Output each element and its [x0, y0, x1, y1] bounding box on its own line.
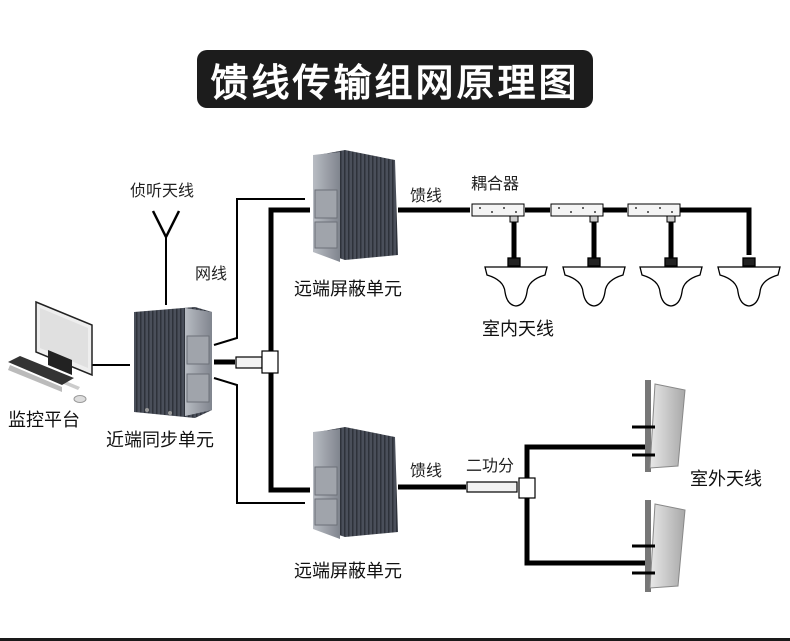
- network-cables: [88, 198, 305, 504]
- couplers: [471, 203, 681, 223]
- near-splitter-icon: [235, 350, 279, 374]
- outdoor-antenna-bottom: [632, 500, 686, 592]
- indoor-antennas: [484, 257, 781, 307]
- indoor-antenna-label: 室内天线: [482, 319, 554, 340]
- remote-unit-bottom-label: 远端屏蔽单元: [294, 561, 402, 582]
- monitoring-platform-label: 监控平台: [8, 410, 80, 431]
- coupler-1: [471, 203, 525, 223]
- feeder-cables: [214, 207, 752, 566]
- feeder-splitter-to-bottom-remote: [268, 372, 310, 493]
- near-end-sync-unit-label: 近端同步单元: [106, 430, 214, 451]
- indoor-antenna-1: [484, 257, 548, 307]
- title-banner: 馈线传输组网原理图: [197, 50, 593, 108]
- indoor-antenna-2: [562, 257, 626, 307]
- indoor-antenna-3: [639, 257, 703, 307]
- remote-unit-top-device: [313, 150, 398, 262]
- net-cable-to-bottom-remote: [213, 377, 305, 504]
- near-end-sync-unit-device: [134, 307, 212, 418]
- feeder-splitter-to-outdoor-bottom: [524, 497, 648, 566]
- coupler-3: [627, 203, 681, 223]
- feeder-splitter-to-outdoor-top: [524, 444, 648, 478]
- two-way-splitter-icon: [466, 477, 536, 499]
- monitor-antenna-label: 侦听天线: [130, 181, 195, 200]
- bottom-divider: [0, 638, 790, 641]
- network-cable-label: 网线: [195, 264, 228, 283]
- two-way-splitter-label: 二功分: [466, 456, 515, 475]
- net-cable-to-top-remote: [213, 198, 305, 346]
- outdoor-antenna-top: [632, 380, 686, 472]
- remote-unit-bottom-device: [313, 427, 398, 539]
- page-title: 馈线传输组网原理图: [210, 60, 580, 105]
- computer-icon: [8, 300, 93, 403]
- feeder-splitter-to-top-remote: [268, 207, 310, 352]
- feeder-top-label: 馈线: [410, 186, 443, 205]
- indoor-antenna-4: [717, 257, 781, 307]
- coupler-2: [550, 203, 604, 223]
- monitor-antenna-icon: [151, 210, 181, 238]
- feeder-bottom-label: 馈线: [410, 461, 443, 480]
- coupler-label: 耦合器: [471, 174, 520, 193]
- outdoor-antennas: [632, 380, 686, 592]
- outdoor-antenna-label: 室外天线: [690, 469, 762, 490]
- remote-unit-top-label: 远端屏蔽单元: [294, 279, 402, 300]
